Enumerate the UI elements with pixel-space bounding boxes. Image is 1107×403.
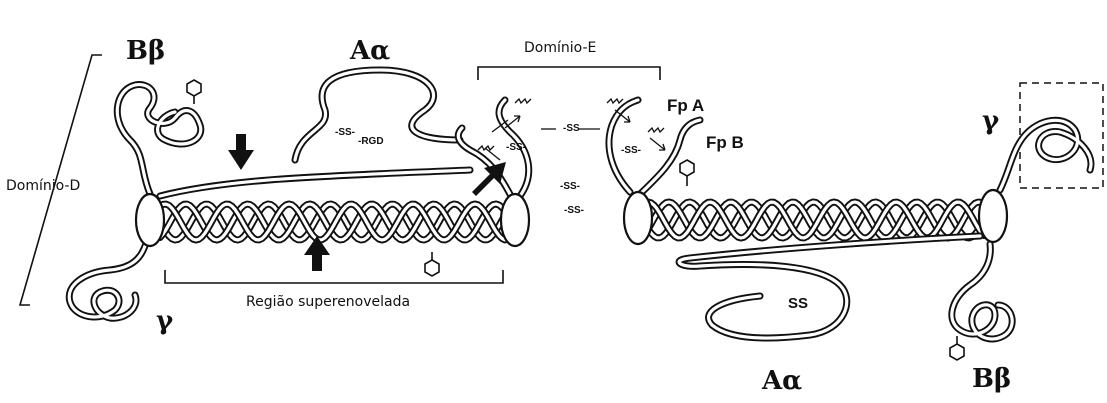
nodule-center-right [624, 192, 652, 244]
diagonal-arrow-icon [472, 162, 506, 196]
ss-loop-label: SS [788, 295, 808, 312]
hexagon-icon [187, 80, 201, 96]
ss-top-label: -SS- [335, 127, 355, 138]
dominio-e-label: Domínio-E [524, 40, 596, 56]
ss-e3-label: -SS- [621, 145, 641, 156]
nodule-center-left [501, 194, 529, 246]
b-beta-left-label: Bβ [126, 36, 165, 66]
gamma-right-label: γ [982, 106, 999, 136]
a-alpha-top-label: Aα [350, 36, 390, 66]
coiled-coil-bracket [165, 270, 503, 283]
ss-mid2-label: -SS- [564, 205, 584, 216]
ss-mid1-label: -SS- [560, 181, 580, 192]
fp-b-label: Fp B [706, 133, 744, 153]
gamma-left-label: γ [156, 306, 173, 336]
dominio-d-label: Domínio-D [6, 178, 80, 194]
ss-e1-label: -SS- [506, 142, 526, 153]
dominio-e-bracket [478, 67, 660, 80]
hexagon-icon [425, 260, 439, 276]
up-arrow-icon [304, 236, 330, 271]
a-alpha-bottom-label: Aα [762, 366, 802, 396]
nodule-right [979, 190, 1007, 242]
a-alpha-top-chain [160, 170, 470, 196]
coiled-coil-label: Região superenovelada [246, 294, 410, 310]
fp-a-label: Fp A [667, 96, 704, 116]
hexagon-icon [950, 344, 964, 360]
nodule-left [136, 194, 164, 246]
b-beta-right-knot-core [952, 244, 1012, 339]
hexagon-icon [680, 160, 694, 176]
rgd-label: -RGD [358, 136, 384, 147]
b-beta-right-label: Bβ [972, 364, 1011, 394]
down-arrow-icon [228, 134, 254, 170]
a-alpha-bottom-chain [679, 236, 980, 338]
ss-e2-label: -SS [563, 123, 580, 134]
